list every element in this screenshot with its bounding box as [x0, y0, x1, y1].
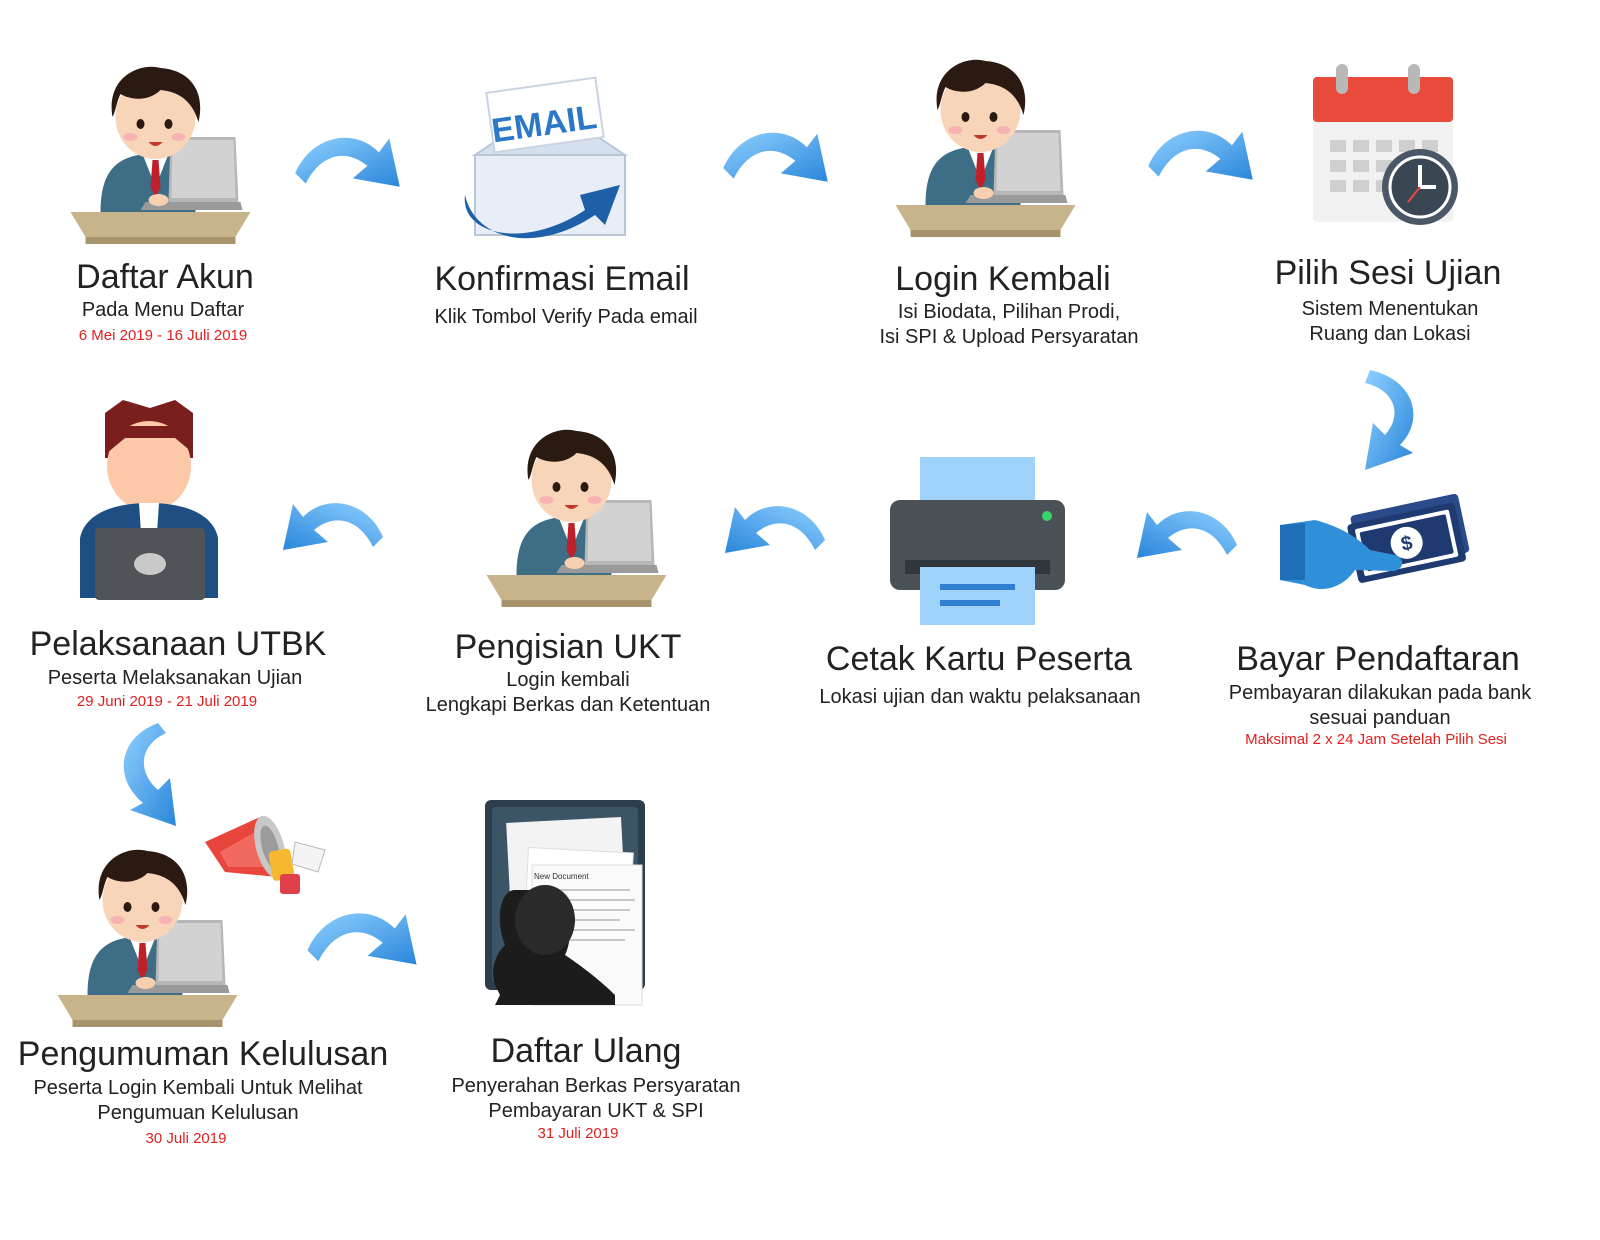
step-description: Lengkapi Berkas dan Ketentuan — [425, 694, 711, 716]
step-date: 30 Juli 2019 — [145, 1130, 227, 1147]
curved-arrow-icon — [1143, 118, 1258, 183]
svg-text:$: $ — [1399, 532, 1414, 556]
step-title: Bayar Pendaftaran — [1236, 640, 1520, 678]
curved-arrow-left-icon — [725, 506, 825, 553]
step-description: Peserta Login Kembali Untuk Melihat — [33, 1077, 363, 1099]
step-description: Sistem Menentukan — [1301, 298, 1479, 320]
curved-arrow-left-icon — [1137, 511, 1237, 558]
person-laptop-icon — [883, 55, 1088, 245]
person-laptop-icon — [45, 845, 250, 1035]
step-description: sesuai panduan — [1309, 707, 1451, 729]
step-title: Pelaksanaan UTBK — [29, 625, 327, 663]
person-laptop-icon — [58, 62, 263, 252]
curved-arrow-icon — [718, 120, 833, 185]
step-title: Pilih Sesi Ujian — [1274, 254, 1502, 292]
step-title: Pengumuman Kelulusan — [17, 1035, 389, 1073]
step-description: Login kembali — [506, 669, 630, 691]
step-date: 6 Mei 2019 - 16 Juli 2019 — [78, 327, 248, 344]
step-description: Pembayaran dilakukan pada bank — [1228, 682, 1532, 704]
step-description: Klik Tombol Verify Pada email — [434, 306, 698, 328]
person-laptop-icon — [474, 425, 679, 615]
megaphone-icon — [205, 815, 326, 894]
step-description: Ruang dan Lokasi — [1309, 323, 1471, 345]
curved-arrow-icon — [290, 125, 405, 190]
curved-arrow-left-icon — [283, 503, 383, 550]
curved-arrow-down-icon — [123, 723, 176, 826]
curved-arrow-icon — [302, 900, 422, 968]
step-title: Pengisian UKT — [454, 628, 682, 666]
step-date: Maksimal 2 x 24 Jam Setelah Pilih Sesi — [1245, 731, 1507, 748]
person-laptop-flat-icon — [80, 400, 218, 600]
step-description: Isi Biodata, Pilihan Prodi, — [897, 301, 1121, 323]
step-description: Pembayaran UKT & SPI — [488, 1100, 704, 1122]
document-folder-icon: New Document — [485, 800, 645, 1006]
curved-arrow-down-icon — [1365, 370, 1414, 470]
step-title: Cetak Kartu Peserta — [825, 640, 1133, 678]
step-description: Lokasi ujian dan waktu pelaksanaan — [819, 686, 1141, 708]
step-description: Pengumuan Kelulusan — [97, 1102, 299, 1124]
email-envelope-icon: EMAIL — [464, 76, 629, 239]
step-description: Penyerahan Berkas Persyaratan — [451, 1075, 741, 1097]
step-date: 29 Juni 2019 - 21 Juli 2019 — [76, 693, 258, 710]
step-description: Isi SPI & Upload Persyaratan — [879, 326, 1139, 348]
step-title: Daftar Akun — [76, 258, 254, 296]
hand-money-icon: $ — [1280, 493, 1470, 590]
step-title: Konfirmasi Email — [434, 260, 690, 298]
document-label: New Document — [534, 872, 589, 881]
step-date: 31 Juli 2019 — [537, 1125, 619, 1142]
step-title: Daftar Ulang — [490, 1032, 682, 1070]
step-description: Peserta Melaksanakan Ujian — [47, 667, 303, 689]
calendar-clock-icon — [1313, 64, 1458, 225]
step-description: Pada Menu Daftar — [81, 299, 245, 321]
step-title: Login Kembali — [895, 260, 1111, 298]
printer-icon — [890, 457, 1065, 625]
